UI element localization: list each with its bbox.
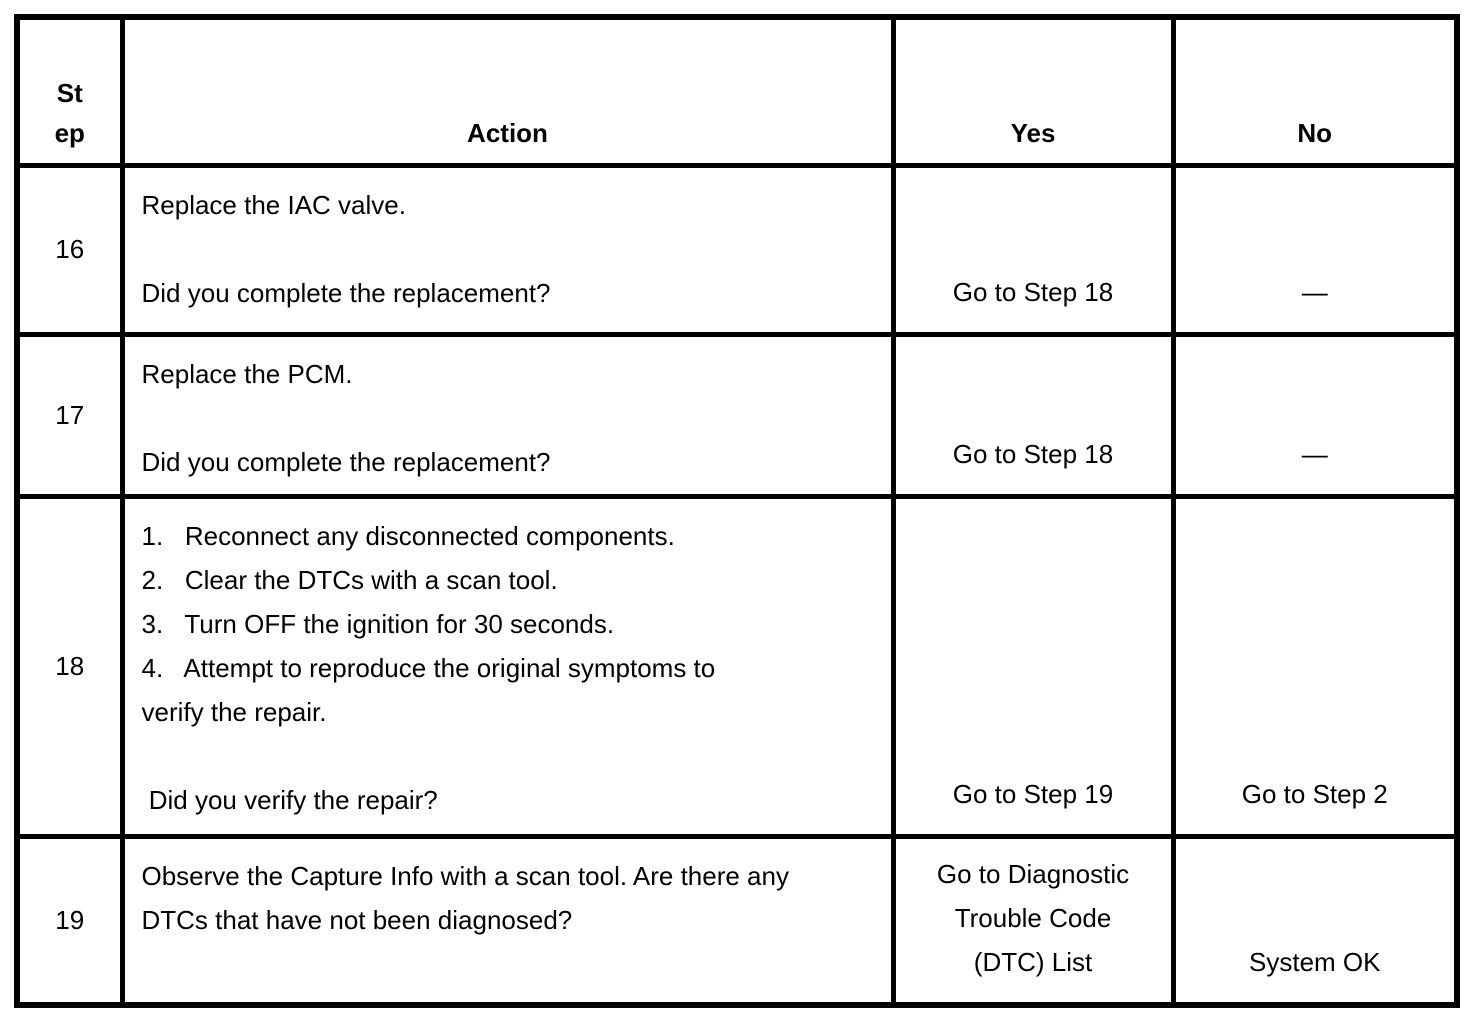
- header-step: St ep: [14, 14, 125, 168]
- action-cell: 1. Reconnect any disconnected components…: [119, 493, 896, 839]
- step-number-cell: 16: [14, 162, 125, 337]
- action-cell: Observe the Capture Info with a scan too…: [119, 833, 896, 1008]
- yes-cell: Go to Step 18: [890, 331, 1176, 499]
- table-row-step-18: 18 1. Reconnect any disconnected compone…: [14, 493, 1460, 839]
- header-row: St ep Action Yes No: [14, 14, 1460, 168]
- action-cell: Replace the PCM. Did you complete the re…: [119, 331, 896, 499]
- yes-cell: Go to Step 18: [890, 162, 1176, 337]
- yes-cell: Go to Step 19: [890, 493, 1176, 839]
- no-cell: —: [1170, 331, 1460, 499]
- table-row-step-19: 19 Observe the Capture Info with a scan …: [14, 833, 1460, 1008]
- no-cell: Go to Step 2: [1170, 493, 1460, 839]
- yes-cell: Go to Diagnostic Trouble Code (DTC) List: [890, 833, 1176, 1008]
- header-action: Action: [119, 14, 896, 168]
- step-number-cell: 18: [14, 493, 125, 839]
- action-cell: Replace the IAC valve. Did you complete …: [119, 162, 896, 337]
- table-row-step-17: 17 Replace the PCM. Did you complete the…: [14, 331, 1460, 499]
- step-number-cell: 17: [14, 331, 125, 499]
- step-number-cell: 19: [14, 833, 125, 1008]
- diagnostic-table: St ep Action Yes No 16 Replace the IAC v…: [14, 14, 1460, 1008]
- no-cell: —: [1170, 162, 1460, 337]
- table-row-step-16: 16 Replace the IAC valve. Did you comple…: [14, 162, 1460, 337]
- header-no: No: [1170, 14, 1460, 168]
- no-cell: System OK: [1170, 833, 1460, 1008]
- header-yes: Yes: [890, 14, 1176, 168]
